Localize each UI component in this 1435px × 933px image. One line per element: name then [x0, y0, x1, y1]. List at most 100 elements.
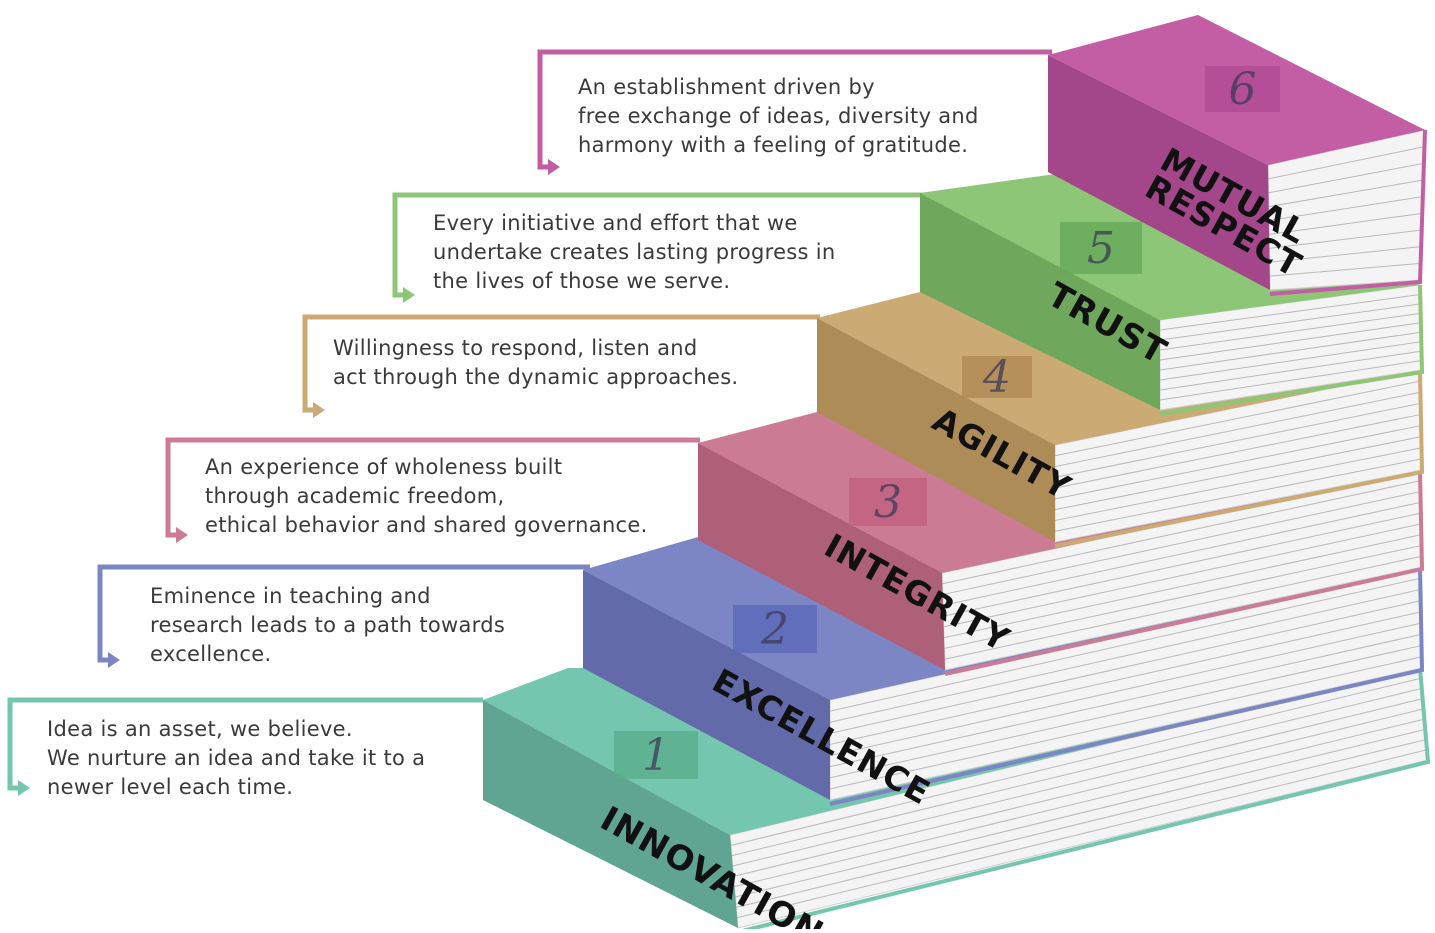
page-line: [1159, 312, 1421, 351]
page-line: [942, 480, 1421, 585]
description-line: undertake creates lasting progress in: [433, 240, 836, 264]
connector-line: [97, 564, 590, 663]
arrow-icon: [403, 287, 415, 303]
page-line: [733, 708, 1424, 877]
description-line: Eminence in teaching and: [150, 584, 431, 608]
step-number-badge: [849, 478, 927, 526]
connector-line: [392, 192, 925, 298]
book-cover-edge: [1159, 284, 1425, 416]
page-line: [735, 728, 1426, 898]
book-spine: [698, 443, 945, 670]
page-line: [736, 749, 1428, 919]
step-number: 3: [874, 477, 902, 528]
book-spine: [483, 700, 738, 928]
step-number: 2: [760, 604, 789, 655]
page-line: [1268, 196, 1423, 222]
description-line: Every initiative and effort that we: [433, 211, 798, 235]
page-line: [829, 611, 1421, 745]
page-line: [1054, 402, 1421, 478]
page-line: [1269, 262, 1421, 277]
book-stack: 1INNOVATION2EXCELLENCE3INTEGRITY4AGILITY…: [483, 15, 1431, 933]
step-number: 6: [1229, 64, 1257, 115]
description-line: Willingness to respond, listen and: [333, 336, 698, 360]
page-line: [829, 656, 1422, 790]
arrow-icon: [18, 780, 30, 796]
book-cover-edge: [829, 566, 1425, 806]
page-line: [1054, 413, 1421, 489]
page-line: [1054, 425, 1422, 500]
page-line: [829, 633, 1422, 768]
step-number-badge: [614, 731, 698, 779]
page-line: [829, 645, 1422, 779]
description-line: harmony with a feeling of gratitude.: [578, 133, 969, 157]
description-line: newer level each time.: [47, 775, 294, 799]
description-step-2: Eminence in teaching and research leads …: [150, 582, 505, 669]
arrow-icon: [176, 527, 188, 543]
page-line: [944, 544, 1422, 649]
description-line: An experience of wholeness built: [205, 455, 563, 479]
page-line: [1268, 179, 1424, 208]
page-line: [732, 698, 1423, 867]
page-line: [829, 622, 1422, 757]
book-spine: [583, 570, 830, 800]
page-line: [1159, 293, 1421, 331]
page-line: [731, 687, 1422, 857]
step-number-badge: [1060, 222, 1142, 274]
page-line: [1159, 322, 1421, 361]
page-line: [1054, 380, 1421, 457]
description-line: excellence.: [150, 642, 272, 666]
step-number-badge: [1205, 66, 1280, 112]
connector-line: [7, 697, 483, 791]
step-number: 4: [982, 352, 1011, 403]
page-line: [943, 523, 1422, 628]
step-number: 1: [642, 730, 670, 781]
page-line: [1159, 341, 1422, 381]
book-spine: [1048, 55, 1270, 290]
page-line: [1054, 447, 1422, 521]
page-line: [943, 534, 1422, 639]
description-line: research leads to a path towards: [150, 613, 506, 637]
page-line: [1159, 303, 1421, 341]
description-line: An establishment driven by: [578, 75, 875, 99]
page-line: [1054, 391, 1421, 468]
page-line: [1268, 146, 1425, 180]
book-spine: [920, 193, 1160, 410]
page-line: [1269, 246, 1422, 263]
description-step-3: An experience of wholeness built through…: [205, 453, 648, 540]
page-line: [829, 600, 1421, 734]
page-line: [1269, 212, 1423, 235]
description-line: act through the dynamic approaches.: [333, 365, 739, 389]
page-line: [734, 718, 1425, 888]
page-line: [943, 512, 1421, 617]
connector-line: [302, 314, 820, 413]
arrow-icon: [313, 402, 325, 418]
description-step-6: An establishment driven by free exchange…: [578, 73, 979, 160]
arrow-icon: [108, 652, 120, 668]
description-line: through academic freedom,: [205, 484, 505, 508]
page-line: [942, 491, 1421, 596]
page-line: [1054, 458, 1422, 532]
arrow-icon: [548, 159, 560, 175]
description-line: ethical behavior and shared governance.: [205, 513, 648, 537]
book-cover-edge: [1269, 129, 1427, 296]
page-line: [1159, 360, 1422, 401]
description-line: Idea is an asset, we believe.: [47, 717, 353, 741]
page-line: [1159, 331, 1422, 371]
page-line: [829, 577, 1421, 712]
page-line: [1268, 162, 1424, 194]
page-line: [829, 588, 1421, 723]
step-number-badge: [962, 356, 1032, 398]
book-cover-edge: [1054, 369, 1425, 548]
description-step-5: Every initiative and effort that we unde…: [433, 209, 836, 296]
page-line: [1054, 436, 1422, 511]
description-step-1: Idea is an asset, we believe. We nurture…: [47, 715, 425, 802]
page-line: [730, 677, 1422, 846]
connector-lines: [7, 49, 1052, 796]
page-line: [1269, 229, 1422, 249]
description-line: free exchange of ideas, diversity and: [578, 104, 979, 128]
step-number-badge: [733, 605, 817, 653]
